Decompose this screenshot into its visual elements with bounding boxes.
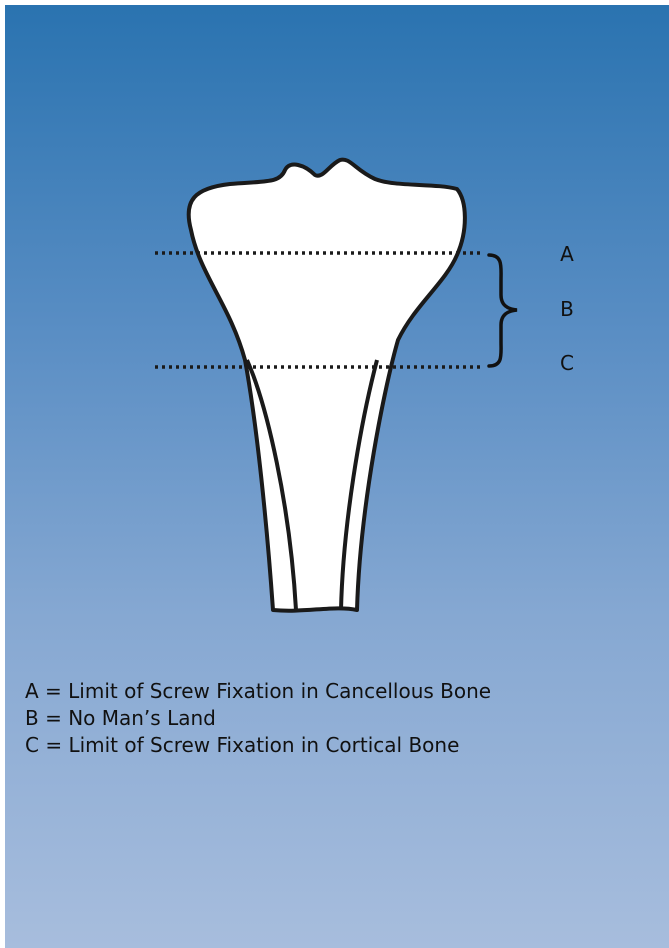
legend-item-a: A = Limit of Screw Fixation in Cancellou… xyxy=(25,678,491,705)
legend-item-c: C = Limit of Screw Fixation in Cortical … xyxy=(25,732,491,759)
legend: A = Limit of Screw Fixation in Cancellou… xyxy=(25,678,491,759)
diagram-panel: A B C A = Limit of Screw Fixation in Can… xyxy=(5,5,669,948)
brace-b xyxy=(489,255,517,366)
legend-item-b: B = No Man’s Land xyxy=(25,705,491,732)
marker-a: A xyxy=(552,242,582,266)
marker-c: C xyxy=(552,351,582,375)
tibia-diagram xyxy=(5,5,669,948)
tibia-outline xyxy=(189,160,465,611)
marker-b: B xyxy=(552,297,582,321)
